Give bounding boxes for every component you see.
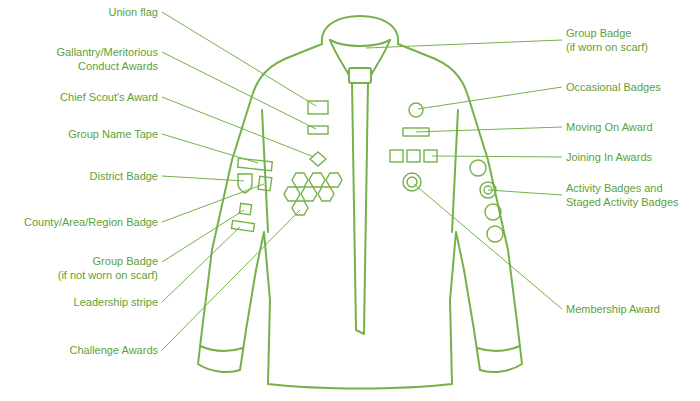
callout-label: Group Badge (if not worn on scarf) <box>58 254 158 282</box>
collar <box>322 16 398 44</box>
callout-label: Leadership stripe <box>74 295 158 309</box>
leader-line <box>162 52 316 129</box>
leader-line <box>414 184 562 309</box>
callout-label: County/Area/Region Badge <box>24 215 158 229</box>
leader-line <box>418 87 562 109</box>
leader-line <box>416 127 562 132</box>
activity-badge <box>485 204 501 220</box>
right-seam <box>452 110 458 232</box>
membership-badge <box>403 173 421 191</box>
leader-line <box>162 12 316 106</box>
leader-line <box>162 176 244 181</box>
challenge-hex <box>326 173 342 187</box>
leadership-stripe <box>232 221 255 232</box>
leader-line <box>162 210 300 350</box>
district-badge <box>238 174 252 193</box>
challenge-hex <box>309 173 325 187</box>
joining-in-badge <box>390 150 403 162</box>
callout-label: Moving On Award <box>566 120 653 134</box>
leader-line <box>162 134 258 163</box>
leader-line <box>162 184 264 222</box>
leader-line <box>162 227 240 302</box>
scarf <box>330 40 390 334</box>
leader-line <box>432 156 562 157</box>
callout-label: Group Name Tape <box>68 127 158 141</box>
challenge-hex <box>301 187 317 201</box>
callout-label: Chief Scout's Award <box>60 90 158 104</box>
callout-label: Membership Award <box>566 302 660 316</box>
chief-scout-badge <box>310 152 326 166</box>
callout-label: District Badge <box>90 169 158 183</box>
group-name-tape <box>238 158 273 171</box>
occasional-badge <box>409 103 423 117</box>
county-badge <box>258 176 272 191</box>
scarf-neck <box>330 40 390 46</box>
callout-label: Group Badge (if worn on scarf) <box>566 26 648 54</box>
callout-label: Gallantry/Meritorious Conduct Awards <box>57 45 158 73</box>
challenge-hex <box>284 187 300 201</box>
activity-badge <box>470 160 486 176</box>
left-cuff <box>200 346 243 351</box>
challenge-hex <box>292 201 308 215</box>
activity-badge <box>487 226 503 242</box>
callout-label: Challenge Awards <box>70 343 158 357</box>
group-badge-sleeve <box>239 203 251 214</box>
leader-line <box>162 97 314 157</box>
challenge-hex <box>318 187 334 201</box>
leader-line <box>488 190 562 195</box>
gallantry-badge <box>308 126 328 134</box>
leader-line <box>366 40 562 48</box>
callout-label: Activity Badges and Staged Activity Badg… <box>566 181 679 209</box>
joining-in-badge <box>407 150 420 162</box>
challenge-hex <box>292 173 308 187</box>
leader-line <box>162 210 244 262</box>
right-cuff <box>477 346 520 351</box>
shirt-outline <box>198 44 522 389</box>
woggle <box>349 68 371 83</box>
callout-label: Occasional Badges <box>566 80 661 94</box>
callout-label: Union flag <box>108 5 158 19</box>
callout-label: Joining In Awards <box>566 150 652 164</box>
